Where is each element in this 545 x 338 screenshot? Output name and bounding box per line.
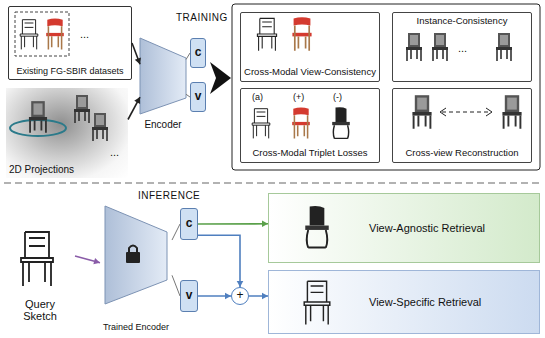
node-text: View-Specific Retrieval <box>369 296 481 309</box>
arrowhead <box>135 57 141 64</box>
connector <box>172 275 180 296</box>
connector-line <box>172 224 180 240</box>
content-embedding: c <box>180 208 198 240</box>
label: (a) <box>252 93 263 103</box>
connector <box>198 221 268 228</box>
node-text: Trained Encoder <box>103 322 169 332</box>
label: ... <box>110 146 119 158</box>
content-embedding: c <box>190 38 206 68</box>
node-text: 2D Projections <box>9 164 74 176</box>
connector-line <box>198 223 268 225</box>
reconstruction-heads <box>440 108 492 116</box>
loss-panel <box>232 4 540 170</box>
reconstruction-arrow <box>442 112 490 113</box>
lock-body <box>126 252 140 263</box>
node-text: Encoder <box>144 119 181 131</box>
divider <box>4 182 541 184</box>
view-embedding: v <box>190 82 206 112</box>
label: ... <box>458 42 467 54</box>
dataset-box: Existing FG-SBIR datasets <box>8 6 132 80</box>
arrowhead <box>93 258 100 264</box>
connector <box>198 293 231 300</box>
arrowhead <box>134 97 140 104</box>
encoder-shape <box>140 38 186 114</box>
arrowhead <box>262 293 268 300</box>
node-text: c <box>195 46 202 60</box>
label: (-) <box>333 93 342 103</box>
connector <box>186 94 190 97</box>
connector <box>128 97 140 119</box>
node-text: Cross-Modal View-Consistency <box>244 67 376 78</box>
connector-line <box>132 43 140 64</box>
trained-encoder-shape <box>105 206 167 304</box>
node-text: Existing FG-SBIR datasets <box>16 66 123 76</box>
label: INFERENCE <box>138 190 200 201</box>
query-sketch: Query Sketch <box>5 226 75 326</box>
node-text: c <box>186 217 193 231</box>
label: (+) <box>293 93 304 103</box>
label: ... <box>80 28 89 40</box>
node-text: v <box>186 289 193 303</box>
connector-line <box>186 94 190 97</box>
node-text: + <box>236 289 243 303</box>
connector <box>198 235 243 287</box>
connector <box>186 53 190 60</box>
arrowhead <box>225 293 231 300</box>
arrowhead <box>262 221 268 228</box>
lock-shackle <box>129 246 137 253</box>
connector <box>132 43 141 64</box>
node-text: View-Agnostic Retrieval <box>369 222 485 235</box>
arrowhead <box>237 281 244 287</box>
sum-circle: + <box>231 287 249 305</box>
connector <box>249 293 268 300</box>
projection-region: 2D Projections <box>6 88 128 178</box>
rotation-arrow <box>10 120 66 136</box>
connector-line <box>186 53 190 60</box>
big-arrowhead <box>210 62 231 94</box>
connector <box>172 224 180 240</box>
node-text: Cross-Modal Triplet Losses <box>252 148 367 159</box>
connector-line <box>172 275 180 296</box>
node-text: Instance-Consistency <box>417 16 508 27</box>
pair-frame <box>15 12 69 56</box>
label: TRAINING <box>176 12 228 23</box>
view-embedding: v <box>180 280 198 312</box>
node-text: Cross-view Reconstruction <box>406 148 519 159</box>
node-text: Query Sketch <box>8 298 72 323</box>
connector-line <box>128 97 140 119</box>
connector <box>75 256 100 264</box>
node-text: v <box>195 90 202 104</box>
connector-line <box>198 235 240 287</box>
